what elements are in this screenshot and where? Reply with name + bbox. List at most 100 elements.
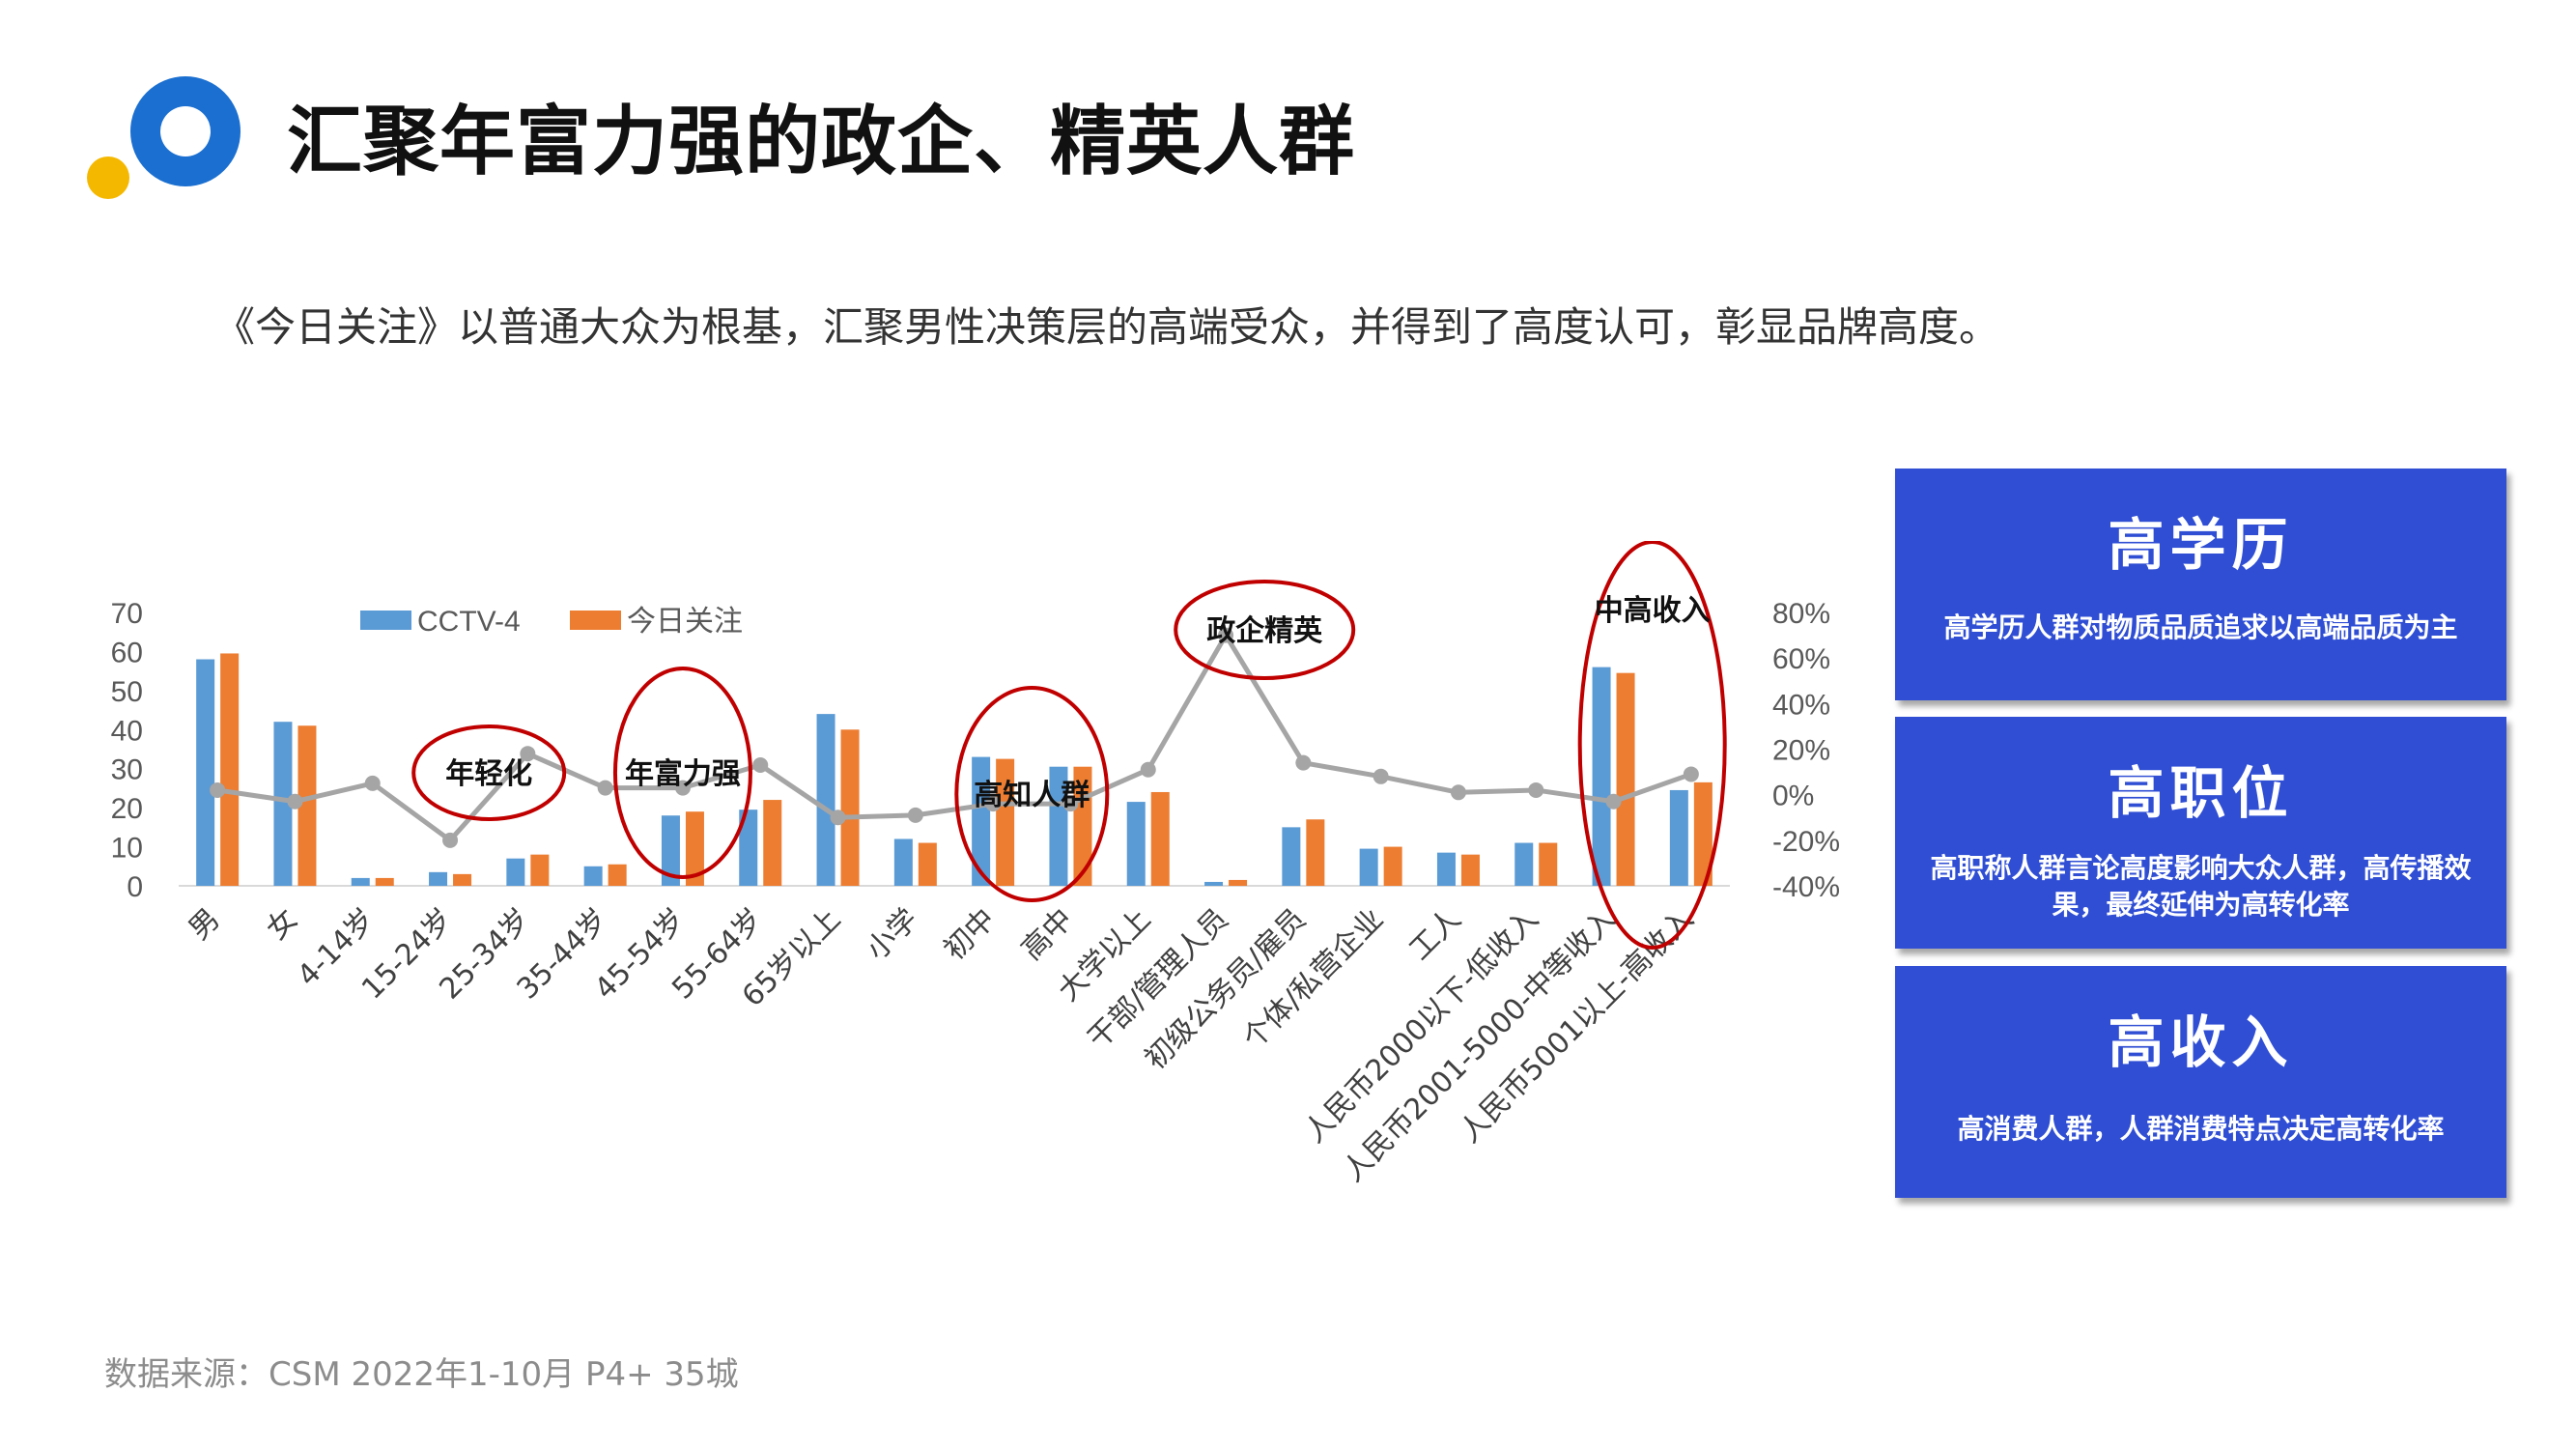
card-title: 高职位 — [2108, 760, 2294, 826]
bar — [583, 866, 603, 886]
bar — [840, 729, 860, 886]
bar — [220, 653, 240, 886]
line-point — [1062, 796, 1079, 812]
card-text: 高职称人群言论高度影响大众人群，高传播效果，最终延伸为高转化率 — [1930, 852, 2472, 921]
page-subtitle: 《今日关注》以普通大众为根基，汇聚男性决策层的高端受众，并得到了高度认可，彰显品… — [214, 303, 2000, 351]
bar — [196, 659, 215, 886]
bar — [530, 854, 550, 886]
bar — [297, 725, 317, 886]
data-source-note: 数据来源：CSM 2022年1-10月 P4+ 35城 — [104, 1355, 739, 1394]
y-left-tick-label: 30 — [111, 754, 143, 786]
bar — [763, 800, 782, 886]
annotation-label: 年轻化 — [445, 757, 532, 791]
bar — [893, 838, 913, 886]
bar — [1539, 842, 1558, 886]
line-point — [1605, 793, 1622, 810]
card-high-income: 高收入 高消费人群，人群消费特点决定高转化率 — [1895, 966, 2506, 1198]
logo-dot — [87, 156, 129, 199]
bar — [1436, 852, 1456, 886]
bar — [1514, 842, 1534, 886]
y-left-tick-label: 60 — [111, 637, 143, 668]
legend-swatch-cctv4 — [360, 611, 411, 630]
bar — [273, 722, 293, 886]
bar — [816, 714, 835, 886]
line-point — [364, 775, 381, 791]
annotation-ellipse — [411, 724, 567, 821]
y-right-tick-label: 40% — [1772, 689, 1830, 721]
bar — [972, 756, 991, 886]
y-right-tick-label: 0% — [1772, 781, 1814, 812]
line-point — [287, 793, 303, 810]
line-point — [597, 780, 613, 796]
card-text: 高消费人群，人群消费特点决定高转化率 — [1957, 1113, 2445, 1145]
y-left-tick-label: 10 — [111, 833, 143, 865]
bar — [1693, 781, 1713, 886]
bar — [1229, 879, 1248, 886]
legend-label-today: 今日关注 — [627, 605, 743, 639]
bar — [375, 877, 394, 886]
annotation-ellipse — [1174, 580, 1356, 680]
y-right-tick-label: -20% — [1772, 826, 1840, 858]
line-point — [442, 832, 459, 848]
line-point — [985, 796, 1002, 812]
x-tick-label: 高中 — [1015, 902, 1080, 967]
bar — [351, 877, 370, 886]
bar — [1669, 789, 1688, 886]
line-point — [752, 757, 769, 774]
card-high-position: 高职位 高职称人群言论高度影响大众人群，高传播效果，最终延伸为高转化率 — [1895, 717, 2506, 949]
bar — [1359, 848, 1378, 886]
bar — [506, 858, 525, 886]
card-high-education: 高学历 高学历人群对物质品质追求以高端品质为主 — [1895, 469, 2506, 700]
y-left-tick-label: 0 — [127, 871, 143, 903]
legend-label-cctv4: CCTV-4 — [417, 606, 521, 638]
y-left-tick-label: 50 — [111, 676, 143, 708]
bar — [1460, 854, 1480, 886]
bar — [1049, 766, 1068, 886]
x-tick-label: 初中 — [938, 902, 1003, 967]
line-point — [1140, 761, 1156, 778]
card-text: 高学历人群对物质品质追求以高端品质为主 — [1943, 611, 2458, 643]
y-right-tick-label: 60% — [1772, 643, 1830, 675]
bar — [1592, 667, 1611, 886]
line-point — [520, 746, 536, 762]
annotation-label: 中高收入 — [1595, 594, 1711, 628]
y-right-tick-label: -40% — [1772, 871, 1840, 903]
annotation-label: 政企精英 — [1206, 614, 1323, 648]
line-point — [1218, 627, 1234, 643]
bar — [1282, 827, 1301, 886]
bar — [1150, 791, 1170, 886]
annotation-ellipse — [954, 686, 1110, 902]
y-left-tick-label: 20 — [111, 793, 143, 825]
bar — [685, 811, 704, 886]
line-point — [1450, 784, 1466, 801]
line-point — [674, 780, 691, 796]
y-left-tick-label: 70 — [111, 598, 143, 630]
x-tick-label: 男 — [183, 902, 227, 947]
legend-swatch-today — [570, 611, 621, 630]
line-point — [1373, 768, 1389, 784]
logo — [87, 76, 241, 199]
card-title: 高学历 — [2108, 512, 2294, 578]
y-right-tick-label: 20% — [1772, 735, 1830, 767]
x-tick-label: 女 — [260, 902, 304, 947]
annotation-ellipse — [1577, 541, 1727, 950]
bar — [996, 758, 1015, 886]
line-point — [907, 807, 923, 823]
bar — [429, 871, 448, 886]
y-right-tick-label: 80% — [1772, 598, 1830, 630]
x-tick-label: 小学 — [860, 902, 924, 967]
y-left-tick-label: 40 — [111, 715, 143, 747]
line-point — [1295, 754, 1312, 771]
bar — [1126, 802, 1146, 886]
audience-chart: 70605040302010080%60%40%20%0%-20%-40%男女4… — [111, 541, 1840, 1188]
bar — [1306, 819, 1325, 886]
annotation-label: 高知人群 — [974, 779, 1090, 812]
bar — [1383, 846, 1402, 886]
bar — [608, 864, 627, 886]
bar — [1616, 672, 1635, 886]
line-point — [1683, 766, 1699, 782]
line-point — [210, 781, 226, 798]
bar — [739, 810, 758, 886]
logo-hole — [160, 106, 211, 156]
series-line — [216, 633, 1692, 843]
